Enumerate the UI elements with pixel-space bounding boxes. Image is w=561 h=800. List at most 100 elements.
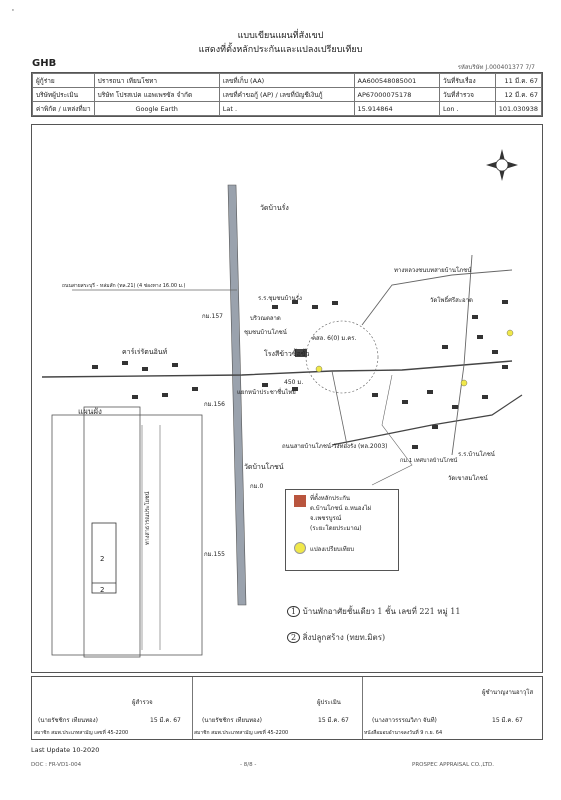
label-factory: โรงสีข้าวซื้อขั้ว xyxy=(264,350,310,358)
label-school-right: ร.ร.บ้านโภชน์ xyxy=(458,451,495,458)
sig-2-name: (นายรัชชิกร เทียนทอง) xyxy=(202,717,262,724)
header-table: ผู้กู้ร่าย ปรารถนา เทียนโชทา เลขที่เก็บ … xyxy=(31,72,543,117)
note-2-text: สิ่งปลูกสร้าง (ทยท.มิตร) xyxy=(302,633,386,642)
label-km157: กม.157 xyxy=(202,313,223,320)
label-rat-wat: วัดบ้านรั่ง xyxy=(260,204,289,212)
plot-lot xyxy=(83,406,141,658)
label-school: ร.ร.ชุมชนบ้านรั่ง xyxy=(258,295,302,302)
ref-no-value: AA600548085001 xyxy=(353,73,440,88)
plot-number-2: 2 xyxy=(100,586,105,594)
plot-outer-frame xyxy=(51,414,203,656)
note-1-number: 1 xyxy=(287,606,301,617)
sig-1-line: ผู้สำรวจ xyxy=(132,699,153,706)
label-km0: กม.0 xyxy=(250,483,264,490)
label-market2: ชุมชนบ้านโภชน์ xyxy=(244,329,287,336)
page-number: - 8/8 - xyxy=(240,762,257,768)
compare-marker-1 xyxy=(315,365,323,373)
note-1-text: บ้านพักอาศัยชั้นเดียว 1 ชั้น เลขที่ 221 … xyxy=(302,607,461,616)
reference-number: รหัสบริษัท J.000401377 7/7 xyxy=(457,64,535,71)
lon-label: Lon . xyxy=(438,101,496,116)
label-wat-right: วัดโพธิ์ศรีสะอาด xyxy=(430,297,473,304)
label-km156: กม.156 xyxy=(204,401,225,408)
signature-col-3: ผู้ชำนาญงานอาวุโส (นางสาวรรรณวิภา จันที)… xyxy=(362,677,542,739)
compare-marker-2 xyxy=(506,329,514,337)
borrower-label: ผู้กู้ร่าย xyxy=(32,73,95,88)
label-km155: กม.155 xyxy=(204,551,225,558)
sig-3-line: ผู้ชำนาญงานอาวุโส xyxy=(482,689,534,696)
note-2: 2 สิ่งปลูกสร้าง (ทยท.มิตร) xyxy=(287,631,385,644)
road-loop xyxy=(331,394,523,446)
label-road-loop: ถนนสายบ้านโภชน์-วังทองรัง (ทล.2003) xyxy=(282,443,388,450)
label-wat-far: วัดเขาสมโภชน์ xyxy=(448,475,488,482)
map-legend: ที่ตั้งหลักประกัน ต.บ้านโภชน์ อ.หนองไผ่ … xyxy=(285,489,399,571)
road-river xyxy=(371,374,413,486)
label-side-hw: แผนผัง xyxy=(78,407,102,416)
coord-label: ค่าพิกัด / แหล่งที่มา xyxy=(32,101,95,116)
subject-circle xyxy=(305,320,379,394)
appraiser-value: บริษัท โปรสเปค แอพเพรซัล จำกัด xyxy=(93,87,220,102)
signature-block: ผู้สำรวจ (นายรัชชิกร เทียนทอง) 15 มี.ค. … xyxy=(31,676,543,740)
label-distance: 450 ม. xyxy=(284,379,304,386)
document-title: แบบเขียนแผนที่สังเขป xyxy=(237,31,324,41)
ap-label: เลขที่คำขอกู้ (AP) / เลขที่บัญชีเงินกู้ xyxy=(218,87,355,102)
label-road-left: ถนนสายสระบุรี - หล่มสัก (ทล.21) (4 ช่องท… xyxy=(62,283,186,289)
lat-label: Lat . xyxy=(222,104,238,113)
lon-value: 101.030938 xyxy=(494,101,543,116)
legend-line-4: (ระยะโดยประมาณ) xyxy=(310,525,362,532)
label-plot-road: ทางสาธารณประโยชน์ xyxy=(145,491,151,545)
eval-date-label: วันที่สำรวจ xyxy=(438,87,496,102)
last-update: Last Update 10-2020 xyxy=(31,746,100,754)
eval-date-value: 12 มี.ค. 67 xyxy=(494,87,543,102)
road-mid xyxy=(331,370,348,446)
sig-1-date: 15 มี.ค. 67 xyxy=(150,717,181,724)
document-subtitle: แสดงที่ตั้งหลักประกันและแปลงเปรียบเทียบ xyxy=(198,45,363,55)
lat-value: 15.914864 xyxy=(353,101,440,116)
ap-value: AP67000075178 xyxy=(353,87,440,102)
label-wat-ban: วัดบ้านโภชน์ xyxy=(244,463,284,471)
label-market: บริวณตลาด xyxy=(250,315,281,322)
signature-col-1: ผู้สำรวจ (นายรัชชิกร เทียนทอง) 15 มี.ค. … xyxy=(32,677,193,739)
lat-cell: Lat . xyxy=(218,101,355,116)
label-north: N xyxy=(499,161,503,167)
compare-marker-3 xyxy=(460,379,468,387)
note-1: 1 บ้านพักอาศัยชั้นเดียว 1 ชั้น เลขที่ 22… xyxy=(287,605,461,618)
label-car-care: คาร์เร่รัตนอินท์ xyxy=(122,348,168,356)
coord-source: Google Earth xyxy=(93,101,220,116)
bank-code: GHB xyxy=(32,58,57,69)
plot-subject xyxy=(91,522,117,594)
houses xyxy=(92,300,508,449)
legend-line-5: แปลงเปรียบเทียบ xyxy=(310,546,355,553)
signature-col-2: ผู้ประเมิน (นายรัชชิกร เทียนทอง) 15 มี.ค… xyxy=(192,677,363,739)
road-right-vertical xyxy=(451,254,473,456)
company-name: PROSPEC APPRAISAL CO.,LTD. xyxy=(412,762,494,768)
map-drawing xyxy=(41,149,523,658)
plot-number-1: 2 xyxy=(100,555,105,563)
legend-line-1: ที่ตั้งหลักประกัน xyxy=(310,495,351,502)
sig-1-name: (นายรัชชิกร เทียนทอง) xyxy=(38,717,98,724)
survey-date-value: 11 มี.ค. 67 xyxy=(494,73,543,88)
road-north-east xyxy=(361,269,513,326)
sig-2-date: 15 มี.ค. 67 xyxy=(318,717,349,724)
subject-building xyxy=(295,349,307,357)
label-soil: คสล. 6(0) ม.คร. xyxy=(312,335,357,342)
legend-compare-swatch xyxy=(294,542,306,554)
sig-2-member: สมาชิก สมพ.ประเภทสามัญ เลขที่ 45-2200 xyxy=(194,730,289,736)
legend-subject-swatch xyxy=(294,495,306,507)
doc-code: DOC : FR-VD1-004 xyxy=(31,762,82,768)
sig-3-name: (นางสาวรรรณวิภา จันที) xyxy=(372,717,437,724)
label-admin: กม.1 เทศบาลบ้านโภชน์ xyxy=(400,458,458,464)
location-map: วัดบ้านรั่ง ถนนสายสระบุรี - หล่มสัก (ทล.… xyxy=(31,124,543,673)
north-arrow xyxy=(486,149,518,181)
main-road-east xyxy=(41,360,513,378)
sig-1-member: สมาชิก สมพ.ประเภทสามัญ เลขที่ 45-2200 xyxy=(34,730,129,736)
borrower-value: ปรารถนา เทียนโชทา xyxy=(93,73,220,88)
legend-line-2: ต.บ้านโภชน์ อ.หนองไผ่ xyxy=(310,505,371,512)
note-2-number: 2 xyxy=(287,632,301,643)
ref-no-label: เลขที่เก็บ (AA) xyxy=(218,73,355,88)
sig-3-member: หนังสือมอบอำนาจลงวันที่ 9 ก.ย. 64 xyxy=(364,730,443,736)
sig-3-date: 15 มี.ค. 67 xyxy=(492,717,523,724)
legend-line-3: จ.เพชรบูรณ์ xyxy=(310,515,342,522)
label-distance-2: แยกหน้าประชาชื่นไทย xyxy=(237,389,296,396)
sig-2-line: ผู้ประเมิน xyxy=(317,699,341,706)
label-rural-road: ทางหลวงชนบทสายบ้านโภชน์ xyxy=(394,267,472,274)
